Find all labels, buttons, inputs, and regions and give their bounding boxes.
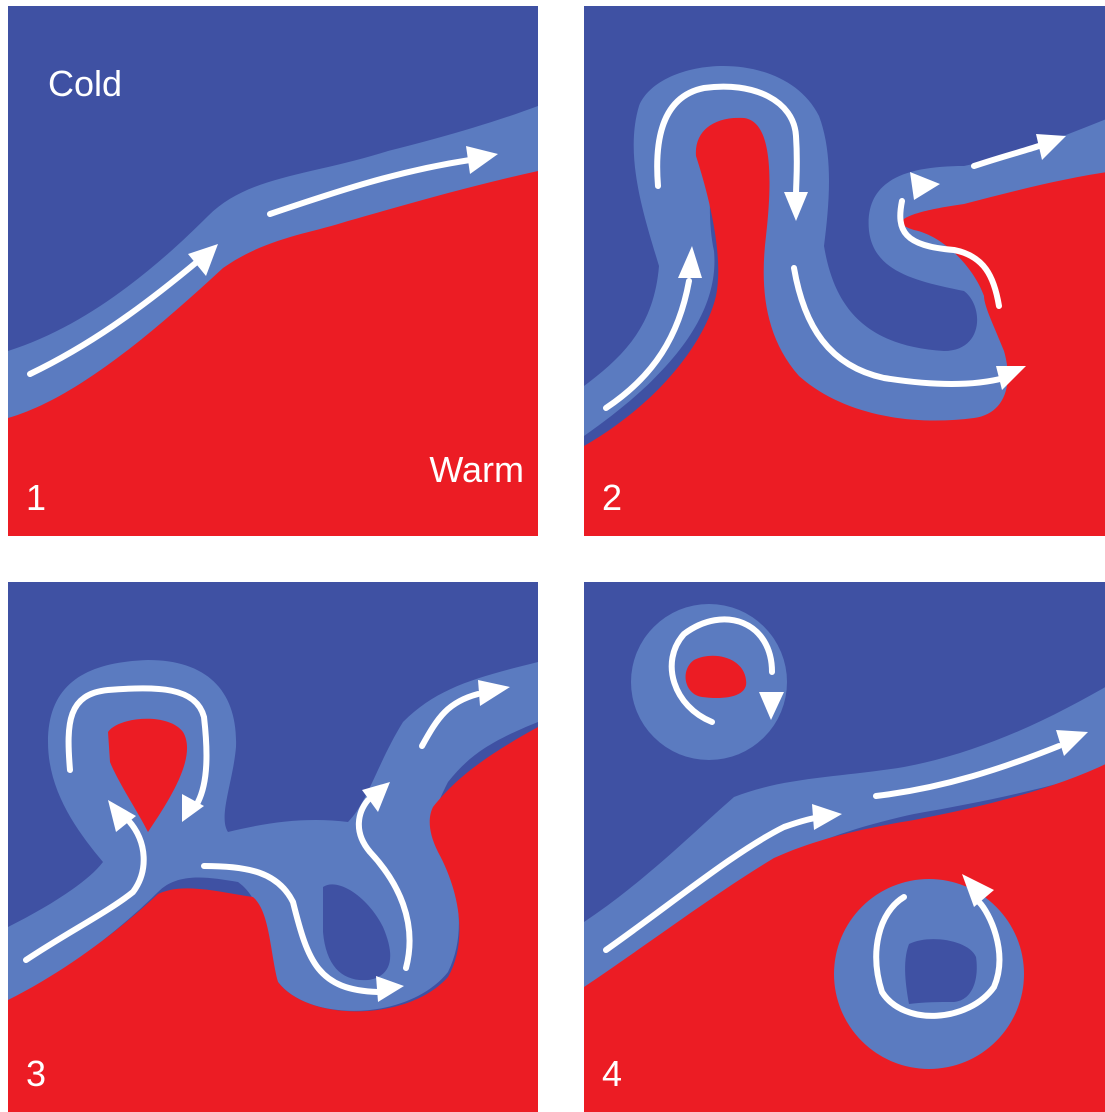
flow-arrow-line (791, 265, 1007, 387)
panel-1: Cold Warm 1 (8, 6, 538, 536)
warm-region (8, 727, 538, 1112)
front-band (8, 106, 538, 421)
flow-arrow-line (27, 258, 201, 377)
panel-1-drawing (8, 6, 538, 536)
flow-arrow-line (654, 83, 800, 199)
flow-arrow-head (759, 692, 784, 720)
flow-arrow-line (971, 143, 1042, 169)
flow-arrow-line (267, 157, 473, 217)
flow-arrow-head (362, 782, 390, 812)
flow-arrow-line (65, 685, 210, 805)
panel-number: 2 (602, 477, 623, 518)
panel-number: 4 (602, 1053, 623, 1094)
warm-label: Warm (429, 449, 524, 490)
flow-arrow-head (376, 976, 404, 1002)
flow-arrow-line (897, 198, 1002, 309)
warm-core-eddy-center (685, 655, 747, 699)
front-band (584, 66, 1105, 436)
panel-3-drawing (8, 582, 538, 1112)
flow-arrow-head (910, 172, 940, 200)
flow-arrow-head (108, 800, 136, 832)
flow-arrow-head (1056, 730, 1088, 756)
warm-region (8, 171, 538, 536)
flow-arrow-line (603, 278, 692, 411)
flow-arrow-line (355, 797, 413, 971)
panel-number: 1 (26, 477, 47, 518)
front-band (584, 687, 1105, 992)
flow-arrow-line (603, 815, 819, 953)
panel-4: 4 (584, 582, 1105, 1112)
flow-arrow-line (873, 743, 1062, 799)
flow-arrow-head (478, 680, 510, 706)
cold-label: Cold (48, 63, 123, 104)
flow-arrow-head (466, 146, 498, 174)
flow-arrow-head (996, 366, 1026, 390)
flow-arrow-head (678, 246, 702, 278)
panel-2: 2 (584, 6, 1105, 536)
flow-arrow-line (201, 863, 381, 995)
panel-number: 3 (26, 1053, 47, 1094)
flow-arrow-head (812, 804, 842, 830)
cold-core-eddy-center (905, 939, 977, 1004)
flow-arrow-line (23, 817, 147, 963)
flow-arrow-head (182, 794, 204, 822)
flow-arrow-line (873, 894, 1003, 1019)
panel-2-drawing (584, 6, 1105, 536)
flow-arrow-line (668, 616, 775, 725)
enclosed-cold-pocket (323, 884, 391, 981)
flow-arrow-head (188, 244, 218, 276)
flow-arrow-line (419, 691, 481, 749)
warm-region (584, 117, 1105, 536)
panel-4-drawing (584, 582, 1105, 1112)
flow-arrow-head (1036, 134, 1066, 160)
panel-3: 3 (8, 582, 538, 1112)
flow-arrow-head (784, 192, 808, 221)
flow-arrow-head (962, 874, 994, 907)
enclosed-warm-pocket (108, 718, 188, 832)
